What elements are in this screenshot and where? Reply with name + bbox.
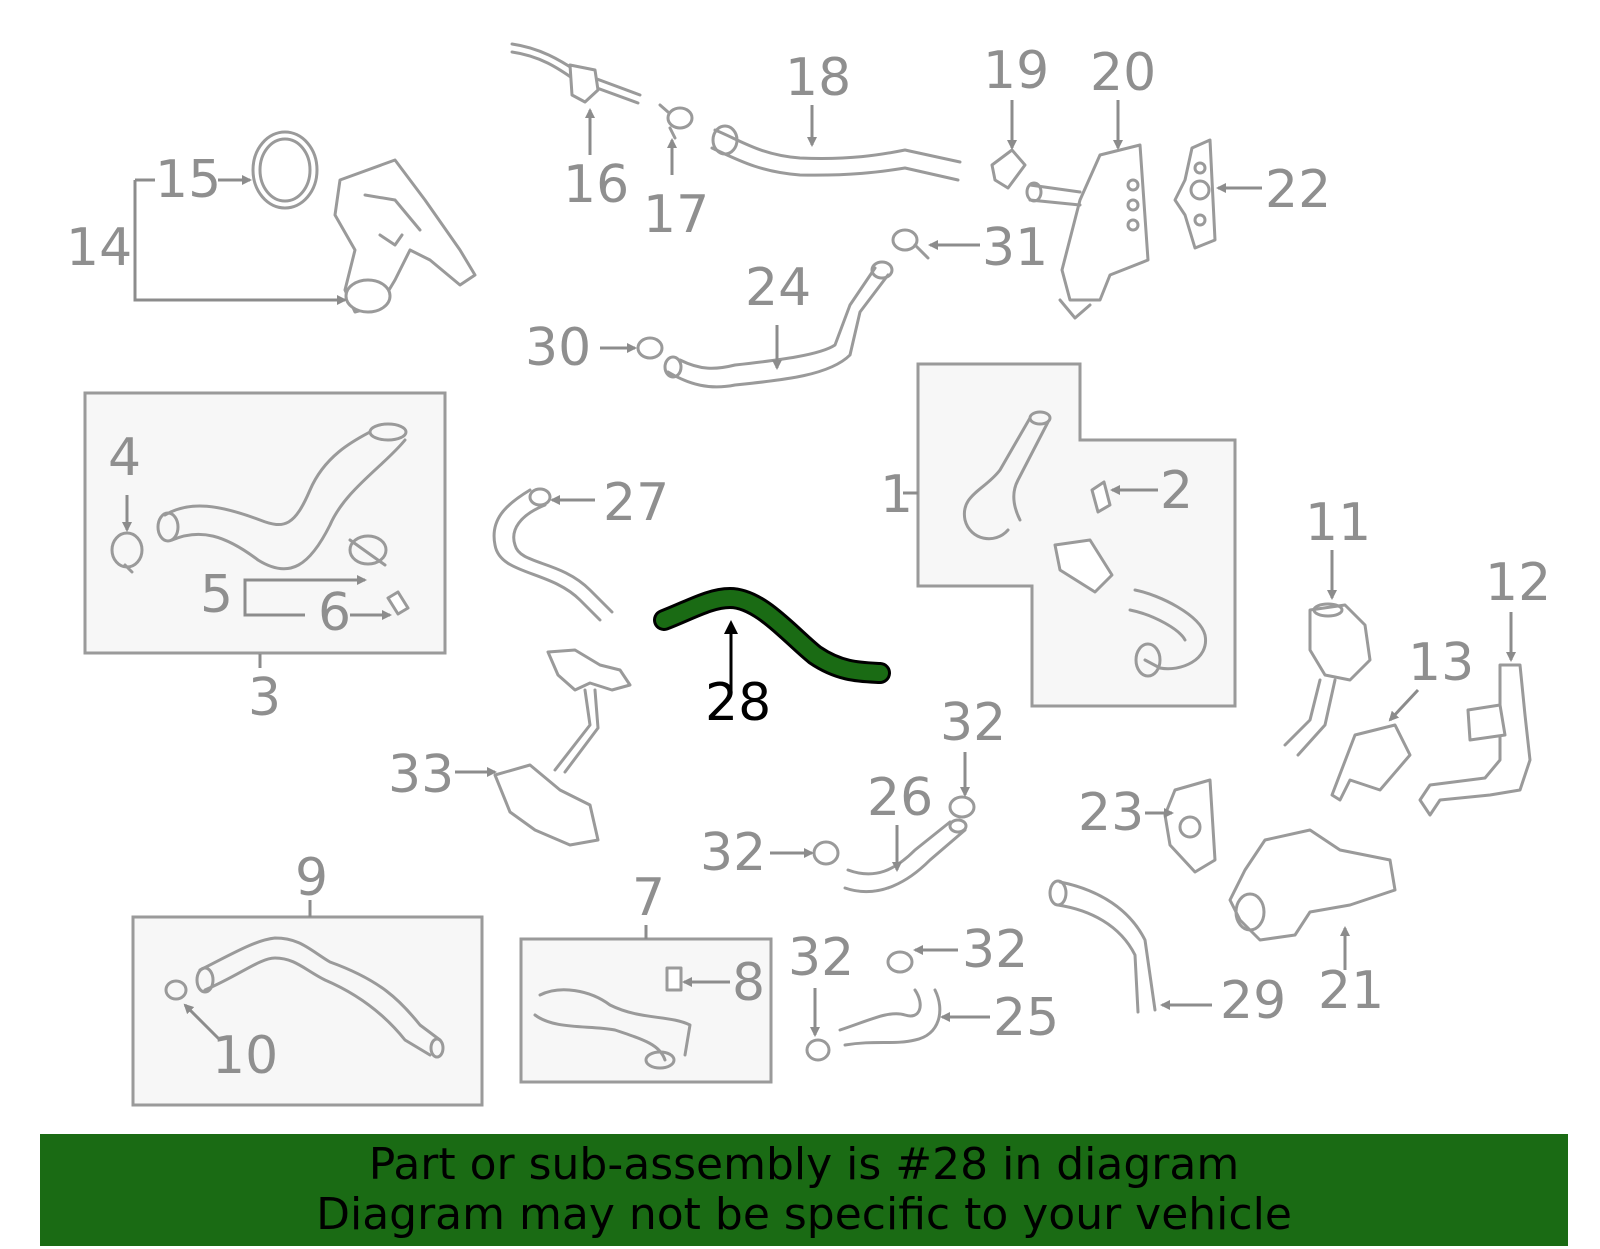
label-17: 17	[643, 185, 709, 245]
part-32-clamp-c[interactable]	[886, 950, 914, 974]
label-5: 5	[200, 565, 233, 625]
part-5-clamp[interactable]	[348, 534, 388, 567]
label-10: 10	[212, 1026, 278, 1086]
label-20: 20	[1090, 43, 1156, 103]
label-15: 15	[155, 150, 221, 210]
part-10-clamp[interactable]	[164, 979, 188, 1001]
part-8-clip[interactable]	[665, 966, 683, 992]
part-25-hose[interactable]	[838, 988, 942, 1047]
label-25: 25	[993, 988, 1059, 1048]
part-12-water-outlet[interactable]	[1418, 663, 1532, 817]
part-16-pipe[interactable]	[510, 42, 642, 105]
label-4: 4	[108, 428, 141, 488]
label-32-b: 32	[700, 823, 766, 883]
label-32-a: 32	[940, 693, 1006, 753]
part-21-thermostat-assembly[interactable]	[1228, 828, 1397, 942]
label-19: 19	[983, 41, 1049, 101]
part-31-clamp[interactable]	[891, 228, 930, 260]
label-32-d: 32	[788, 928, 854, 988]
label-11: 11	[1305, 493, 1371, 553]
part-6-fitting[interactable]	[386, 590, 410, 616]
part-29-hose[interactable]	[1048, 879, 1157, 1014]
part-32-clamp-d[interactable]	[805, 1038, 831, 1062]
part-11-water-pump[interactable]	[1283, 602, 1372, 757]
label-22: 22	[1265, 160, 1331, 220]
label-13: 13	[1408, 633, 1474, 693]
part-27-hose[interactable]	[492, 487, 614, 622]
label-21: 21	[1318, 961, 1384, 1021]
label-2: 2	[1160, 461, 1193, 521]
label-30: 30	[525, 318, 591, 378]
part-33-pipe-bracket[interactable]	[493, 648, 632, 847]
part-22-gasket[interactable]	[1173, 138, 1217, 250]
label-12: 12	[1485, 553, 1551, 613]
part-24-hose[interactable]	[663, 260, 894, 389]
label-14: 14	[66, 218, 132, 278]
label-29: 29	[1220, 971, 1286, 1031]
part-28-hose-highlighted[interactable]	[653, 586, 891, 684]
label-8: 8	[732, 953, 765, 1013]
label-3: 3	[248, 668, 281, 728]
label-24: 24	[745, 258, 811, 318]
part-15-o-ring[interactable]	[251, 130, 319, 210]
part-7-hose[interactable]	[533, 988, 692, 1070]
part-18-hose[interactable]	[710, 124, 962, 182]
label-18: 18	[785, 48, 851, 108]
part-3-hose-assembly[interactable]	[156, 422, 408, 571]
label-32-c: 32	[962, 920, 1028, 980]
part-9-hose[interactable]	[195, 936, 445, 1059]
part-2-fitting[interactable]	[1090, 480, 1112, 514]
group-box-1	[916, 362, 1237, 708]
footer-banner: Part or sub-assembly is #28 in diagram D…	[40, 1134, 1568, 1246]
part-13-sensor[interactable]	[1330, 723, 1412, 802]
footer-line-2: Diagram may not be specific to your vehi…	[316, 1189, 1292, 1240]
label-16: 16	[563, 155, 629, 215]
part-32-clamp-b[interactable]	[812, 840, 840, 866]
label-6: 6	[318, 583, 351, 643]
part-20-thermostat-housing[interactable]	[1025, 143, 1150, 320]
group-box-9	[131, 915, 484, 1107]
part-32-clamp-a[interactable]	[948, 795, 976, 819]
part-23-gasket[interactable]	[1163, 778, 1217, 874]
part-26-hose[interactable]	[843, 818, 968, 894]
part-17-clamp[interactable]	[658, 103, 694, 140]
part-1-hose-assembly[interactable]	[962, 410, 1207, 678]
label-33: 33	[388, 745, 454, 805]
label-7: 7	[632, 868, 665, 928]
label-23: 23	[1078, 783, 1144, 843]
part-4-clamp[interactable]	[110, 531, 144, 574]
footer-line-1: Part or sub-assembly is #28 in diagram	[368, 1139, 1240, 1190]
label-31: 31	[982, 218, 1048, 278]
part-14-water-outlet[interactable]	[333, 158, 477, 314]
label-28: 28	[705, 673, 771, 733]
label-1: 1	[880, 465, 913, 525]
label-9: 9	[295, 848, 328, 908]
label-26: 26	[867, 768, 933, 828]
label-27: 27	[603, 473, 669, 533]
part-19-sensor[interactable]	[990, 148, 1027, 190]
part-30-clamp[interactable]	[636, 336, 664, 360]
